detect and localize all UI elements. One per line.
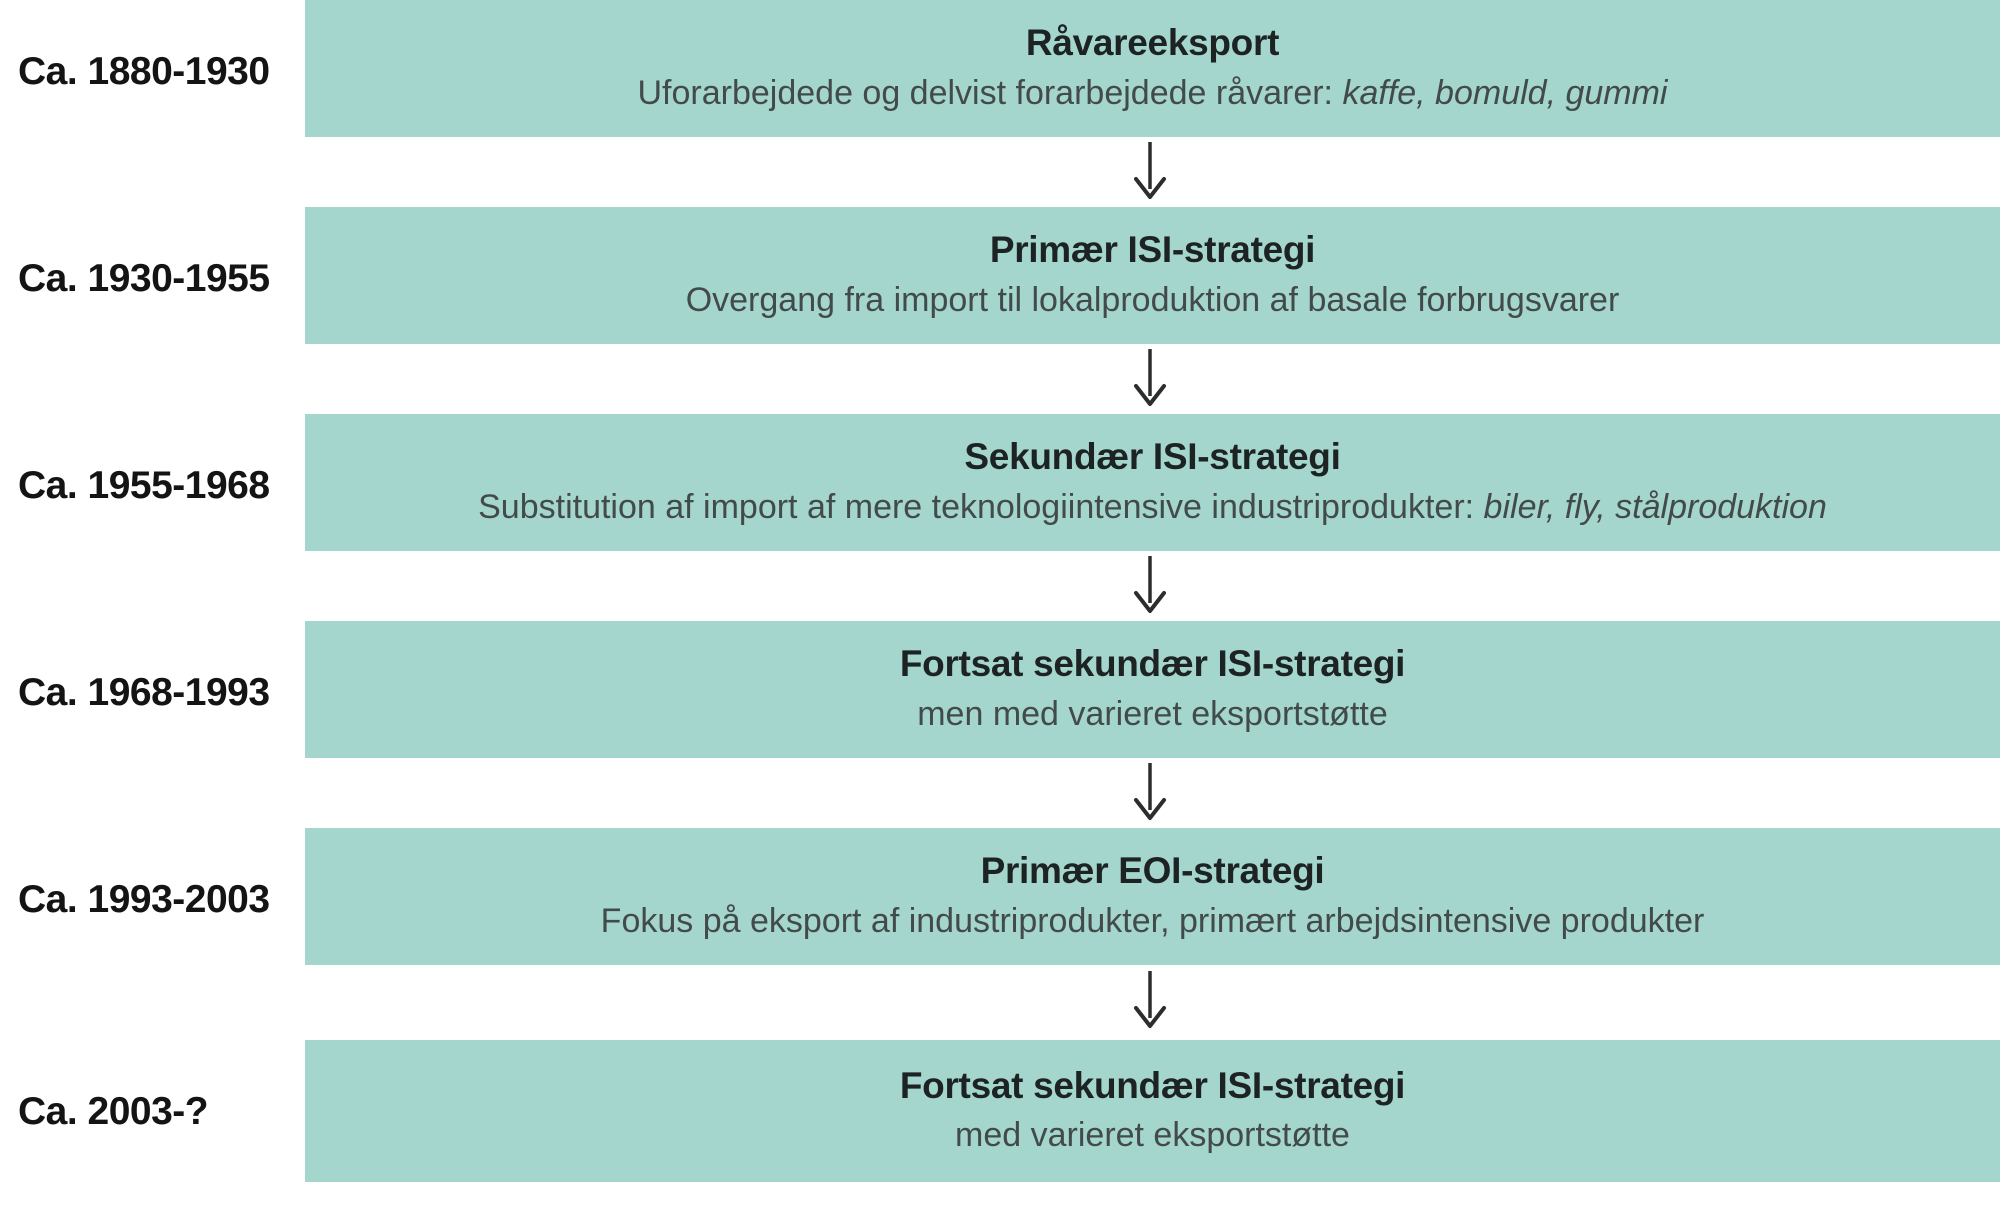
down-arrow-icon (1134, 142, 1166, 199)
stage-box: Sekundær ISI-strategi Substitution af im… (305, 414, 2000, 551)
stage-title: Fortsat sekundær ISI-strategi (899, 1064, 1406, 1106)
stage-description: Substitution af import af mere teknologi… (478, 487, 1827, 528)
stage-title: Fortsat sekundær ISI-strategi (899, 643, 1406, 685)
period-label: Ca. 1930-1955 (18, 257, 270, 300)
stage-description-text: med varieret eksportstøtte (955, 1116, 1350, 1155)
stage-description: Overgang fra import til lokalproduktion … (686, 280, 1620, 321)
stage-description-italic: biler, fly, stålproduktion (1483, 487, 1827, 526)
stage-description-text: Substitution af import af mere teknologi… (478, 487, 1484, 526)
down-arrow-icon (1134, 349, 1166, 406)
period-label: Ca. 1993-2003 (18, 878, 270, 921)
period-label: Ca. 1968-1993 (18, 671, 270, 714)
stage-title: Primær ISI-strategi (989, 229, 1316, 271)
period-label: Ca. 2003-? (18, 1090, 209, 1133)
down-arrow-icon (1134, 971, 1166, 1028)
down-arrow-icon (1134, 556, 1166, 613)
stage-description: men med varieret eksportstøtte (917, 694, 1388, 735)
down-arrow-icon (1134, 763, 1166, 820)
stage-title: Primær EOI-strategi (980, 850, 1325, 892)
stage-description-text: men med varieret eksportstøtte (917, 694, 1388, 733)
stage-description-text: Overgang fra import til lokalproduktion … (685, 280, 1620, 319)
stage-description: med varieret eksportstøtte (955, 1115, 1350, 1156)
stage-description: Uforarbejdede og delvist forarbejdede rå… (638, 73, 1668, 114)
stage-description-italic: kaffe, bomuld, gummi (1342, 73, 1668, 112)
stage-box: Fortsat sekundær ISI-strategi med varier… (305, 1040, 2000, 1182)
stage-description-text: Uforarbejdede og delvist forarbejdede rå… (637, 73, 1343, 112)
period-label: Ca. 1955-1968 (18, 464, 270, 507)
stage-title: Sekundær ISI-strategi (964, 436, 1341, 478)
stage-box: Primær EOI-strategi Fokus på eksport af … (305, 828, 2000, 965)
stage-description-text: Fokus på eksport af industriprodukter, p… (600, 901, 1705, 940)
stage-description: Fokus på eksport af industriprodukter, p… (601, 901, 1705, 942)
stage-box: Fortsat sekundær ISI-strategi men med va… (305, 621, 2000, 758)
stage-box: Primær ISI-strategi Overgang fra import … (305, 207, 2000, 344)
period-label: Ca. 1880-1930 (18, 50, 270, 93)
stage-box: Råvareeksport Uforarbejdede og delvist f… (305, 0, 2000, 137)
stage-title: Råvareeksport (1025, 22, 1280, 64)
